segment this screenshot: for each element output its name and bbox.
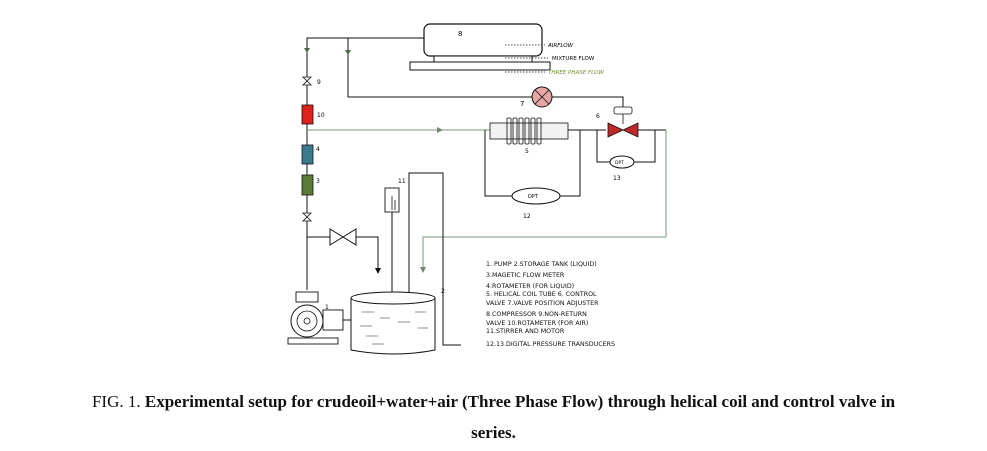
rotameter-air: 10 (301, 104, 325, 125)
figure-title-continued: series. (471, 423, 516, 442)
dpt-label: DPT (528, 194, 539, 200)
helical-coil: 5 (489, 117, 569, 155)
legend-line: VALVE 10.ROTAMETER (FOR AIR) (486, 320, 588, 327)
label-2: 2 (441, 288, 445, 295)
rotameter-liquid: 4 (301, 144, 320, 165)
flow-arrow-down (304, 48, 310, 53)
label-13: 13 (613, 175, 621, 182)
three-phase-flow-label: THREE PHASE FLOW (548, 70, 604, 76)
mixture-flow-label: MIXTURE FLOW (552, 56, 595, 62)
magnetic-flow-meter: 3 (301, 174, 320, 196)
flow-arrow-down (345, 50, 351, 55)
dpt-12-loop (484, 130, 581, 197)
suction-line (408, 172, 461, 346)
label-11: 11 (398, 178, 406, 185)
non-return-valve-lower (302, 212, 312, 222)
non-return-valve-9: 9 (302, 76, 321, 86)
experimental-setup-diagram: 8 AIRFLOW MIXTURE FLOW THREE PHASE FLOW … (287, 23, 667, 355)
figure-caption-line-1: FIG. 1. Experimental setup for crudeoil+… (0, 392, 987, 412)
dpt-label: DPT (615, 160, 624, 166)
bypass-line (307, 236, 379, 270)
flow-type-legend: AIRFLOW MIXTURE FLOW THREE PHASE FLOW (505, 43, 604, 76)
digital-pressure-transducer-13: DPT 13 (609, 155, 635, 182)
label-8: 8 (458, 30, 462, 38)
label-1: 1 (325, 304, 329, 311)
label-9: 9 (317, 79, 321, 86)
legend-line: 1. PUMP 2.STORAGE TANK (LIQUID) (486, 261, 597, 268)
label-7: 7 (520, 100, 524, 108)
label-12: 12 (523, 213, 531, 220)
dpt-13-loop (596, 130, 656, 163)
label-4: 4 (316, 146, 320, 153)
return-line (422, 130, 667, 268)
figure-caption-line-2: series. (0, 423, 987, 443)
legend-line: 3.MAGETIC FLOW METER (486, 272, 565, 279)
bypass-valve (329, 228, 357, 246)
legend-line: 11.STIRRER AND MOTOR (486, 328, 565, 335)
legend-line: 12,13.DIGITAL PRESSURE TRANSDUCERS (486, 341, 615, 348)
legend-line: VALVE 7.VALVE POSITION ADJUSTER (486, 300, 599, 307)
airflow-label: AIRFLOW (547, 43, 574, 49)
storage-tank: 2 (350, 288, 445, 355)
component-legend: 1. PUMP 2.STORAGE TANK (LIQUID) 3.MAGETI… (486, 261, 615, 348)
legend-line: 4.ROTAMETER (FOR LIQUID) (486, 283, 574, 290)
flow-arrow-down (375, 268, 381, 274)
digital-pressure-transducer-12: DPT 12 (511, 187, 561, 220)
label-10: 10 (317, 112, 325, 119)
legend-line: 8.COMPRESSOR 9.NON-RETURN (486, 311, 587, 318)
figure-number: FIG. 1. (91, 392, 141, 411)
compressor: 8 (409, 23, 551, 71)
flow-arrow-right (437, 127, 443, 133)
figure-title: Experimental setup for crudeoil+water+ai… (144, 392, 896, 411)
label-3: 3 (316, 178, 320, 185)
pump: 1 (287, 291, 351, 345)
control-valve: 6 (596, 106, 639, 138)
label-6: 6 (596, 113, 600, 120)
label-5: 5 (525, 148, 529, 155)
flow-arrow-down (420, 267, 426, 273)
valve-position-adjuster: 7 (520, 86, 553, 108)
legend-line: 5. HELICAL COIL TUBE 6. CONTROL (486, 291, 597, 298)
